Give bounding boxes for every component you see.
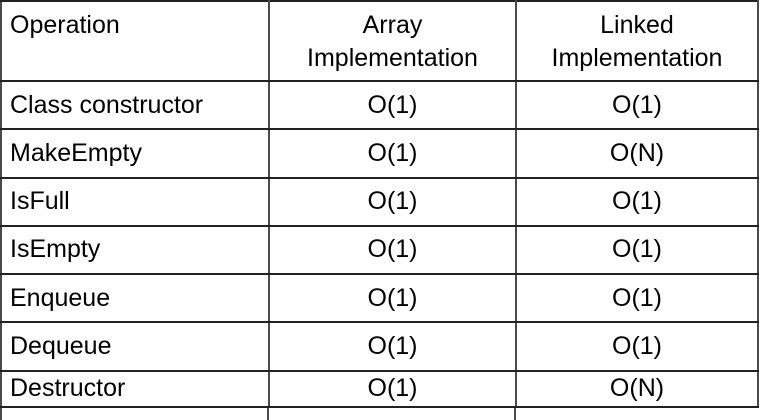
operation-name: IsFull — [0, 176, 270, 227]
array-complexity: O(1) — [268, 224, 517, 276]
operation-name: Dequeue — [0, 321, 270, 372]
operation-name: IsEmpty — [0, 224, 270, 276]
table-row: IsFull O(1) O(1) — [0, 176, 759, 227]
linked-complexity: O(N) — [515, 369, 759, 409]
cutoff-border-stub — [267, 408, 269, 420]
column-header-linked-implementation: Linked Implementation — [515, 0, 759, 82]
table-row: Enqueue O(1) O(1) — [0, 273, 759, 324]
cutoff-border-stub — [514, 408, 516, 420]
linked-complexity: O(1) — [515, 273, 759, 324]
linked-complexity: O(1) — [515, 321, 759, 372]
table-row: Dequeue O(1) O(1) — [0, 321, 759, 372]
array-complexity: O(1) — [268, 176, 517, 227]
linked-complexity: O(1) — [515, 224, 759, 276]
linked-complexity: O(N) — [515, 128, 759, 179]
operation-name: Destructor — [0, 369, 270, 409]
operation-name: Class constructor — [0, 79, 270, 131]
array-complexity: O(1) — [268, 321, 517, 372]
linked-complexity: O(1) — [515, 79, 759, 131]
table-row: Class constructor O(1) O(1) — [0, 79, 759, 131]
table-row: Destructor O(1) O(N) — [0, 369, 759, 409]
operation-name: MakeEmpty — [0, 128, 270, 179]
operation-name: Enqueue — [0, 273, 270, 324]
table-row: IsEmpty O(1) O(1) — [0, 224, 759, 276]
array-complexity: O(1) — [268, 369, 517, 409]
column-header-array-implementation: Array Implementation — [268, 0, 517, 82]
table-row: MakeEmpty O(1) O(N) — [0, 128, 759, 179]
array-complexity: O(1) — [268, 79, 517, 131]
complexity-table: Operation Array Implementation Linked Im… — [0, 0, 759, 409]
column-header-operation: Operation — [0, 0, 270, 82]
array-complexity: O(1) — [268, 273, 517, 324]
cutoff-border-stub — [0, 408, 2, 420]
table-header-row: Operation Array Implementation Linked Im… — [0, 0, 759, 82]
array-complexity: O(1) — [268, 128, 517, 179]
linked-complexity: O(1) — [515, 176, 759, 227]
